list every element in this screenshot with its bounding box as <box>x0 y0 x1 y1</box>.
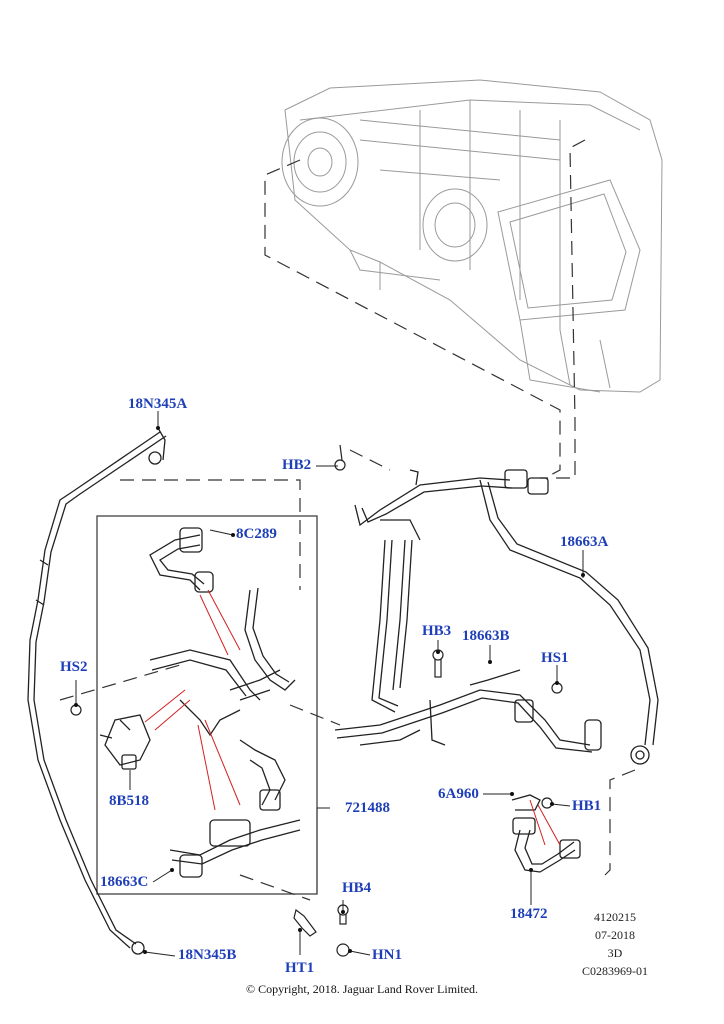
leader-lines <box>75 411 584 957</box>
fasteners <box>70 444 563 957</box>
callout-8B518[interactable]: 8B518 <box>109 793 150 809</box>
hoses-721488 <box>149 527 301 878</box>
callout-8C289[interactable]: 8C289 <box>236 526 277 542</box>
callout-18N345A[interactable]: 18N345A <box>128 396 188 412</box>
leader-dots <box>74 426 585 954</box>
copyright-notice: © Copyright, 2018. Jaguar Land Rover Lim… <box>245 982 479 996</box>
callout-hn1[interactable]: HN1 <box>372 947 402 963</box>
callout-721488[interactable]: 721488 <box>345 800 390 816</box>
nut-hn1 <box>336 943 350 957</box>
dashed-reference-lines <box>59 139 636 901</box>
callout-18663B[interactable]: 18663B <box>462 628 510 644</box>
callout-hb2[interactable]: HB2 <box>282 457 312 473</box>
drawing-date: 07-2018 <box>595 928 635 942</box>
hose-18N345 <box>27 427 167 955</box>
assembly-box-721488 <box>96 515 318 895</box>
pipe-18663A <box>354 469 659 765</box>
callout-18N345B[interactable]: 18N345B <box>178 947 237 963</box>
pipe-18663B <box>334 669 602 753</box>
callout-hb3[interactable]: HB3 <box>422 623 452 639</box>
callout-hs2[interactable]: HS2 <box>60 659 88 675</box>
callout-hb1[interactable]: HB1 <box>572 798 602 814</box>
hvac-unit-ghost <box>281 79 663 393</box>
callout-6A960[interactable]: 6A960 <box>438 786 479 802</box>
bleed-screw-ht1 <box>293 908 317 937</box>
callout-hs1[interactable]: HS1 <box>541 650 569 666</box>
callout-hb4[interactable]: HB4 <box>342 880 372 896</box>
bolt-hb2 <box>334 459 346 471</box>
drawing-code: C0283969-01 <box>582 964 648 978</box>
callout-ht1[interactable]: HT1 <box>285 960 315 976</box>
callout-18472[interactable]: 18472 <box>510 906 548 922</box>
pump-8B518 <box>99 714 151 770</box>
callout-18663A[interactable]: 18663A <box>560 534 609 550</box>
red-leaders <box>144 589 561 846</box>
drawing-view: 3D <box>607 946 623 960</box>
drawing-ref: 4120215 <box>594 910 636 924</box>
callout-18663C[interactable]: 18663C <box>100 874 149 890</box>
